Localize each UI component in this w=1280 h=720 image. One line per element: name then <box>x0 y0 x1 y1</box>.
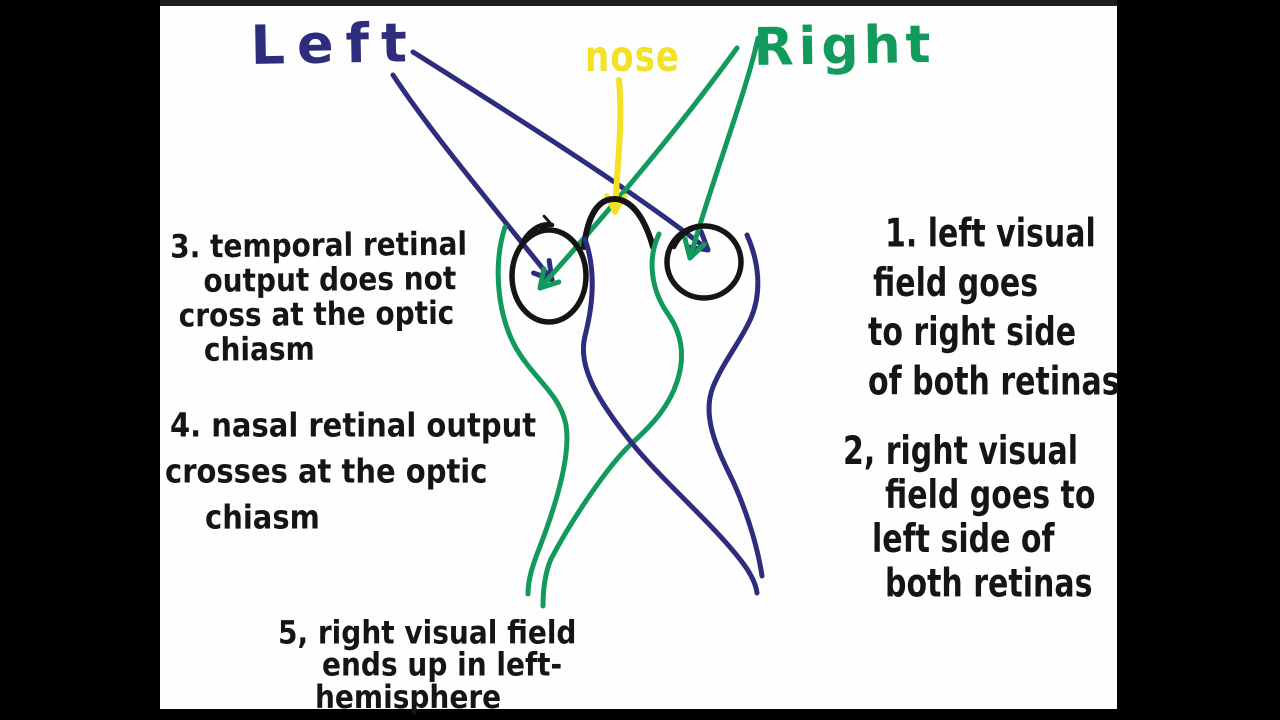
note-line: 4. nasal retinal output <box>170 405 537 445</box>
whiteboard <box>160 6 1117 709</box>
left-field-into-right-eye-arrow <box>410 49 711 253</box>
note-line: both retinas <box>885 561 1093 607</box>
note-temporal-retinal-output: 3. temporal retinal output does not cros… <box>170 225 468 369</box>
note-line: ends up in left- <box>322 645 563 684</box>
note-line: chiasm <box>203 329 315 369</box>
note-line: cross at the optic <box>178 293 455 335</box>
note-line: of both retinas <box>868 359 1120 406</box>
right-field-into-left-eye-arrow <box>537 45 740 291</box>
left-eye-nasal-fibre-navy-crossing <box>580 236 760 596</box>
nose-label: nose <box>585 32 680 82</box>
note-line: to right side <box>868 310 1077 356</box>
note-line: output does not <box>203 259 457 300</box>
letterbox-top-strip <box>160 0 1117 6</box>
left-eye-top-hook <box>520 214 555 244</box>
note-line: field goes to <box>885 472 1096 519</box>
note-nasal-retinal-output: 4. nasal retinal output crosses at the o… <box>165 402 536 540</box>
nose-pointer-arrow <box>604 77 628 215</box>
nose-arch <box>581 196 656 250</box>
left-eye <box>509 227 589 325</box>
note-line: 1. left visual <box>885 211 1096 257</box>
note-line: 2, right visual <box>843 428 1078 475</box>
note-left-visual-field: 1. left visual field goes to right side … <box>868 210 1120 408</box>
right-eye-nasal-fibre-green-crossing <box>540 231 684 609</box>
note-line: left side of <box>872 517 1055 563</box>
note-right-field-left-hemisphere: 5, right visual field ends up in left- h… <box>278 613 577 716</box>
note-line: 5, right visual field <box>278 613 577 652</box>
left-eye-temporal-fibre-green <box>495 224 570 597</box>
right-visual-field-label: Right <box>753 14 936 78</box>
note-line: hemisphere <box>315 677 502 716</box>
right-eye-top-arc <box>671 223 721 250</box>
note-line: chiasm <box>205 497 320 537</box>
left-visual-field-label: Left <box>250 11 420 77</box>
left-field-into-left-eye-arrow <box>390 72 555 283</box>
note-line: field goes <box>873 260 1039 307</box>
note-line: crosses at the optic <box>165 451 488 491</box>
note-right-visual-field: 2, right visual field goes to left side … <box>843 428 1096 607</box>
right-eye-temporal-fibre-navy <box>706 232 765 579</box>
